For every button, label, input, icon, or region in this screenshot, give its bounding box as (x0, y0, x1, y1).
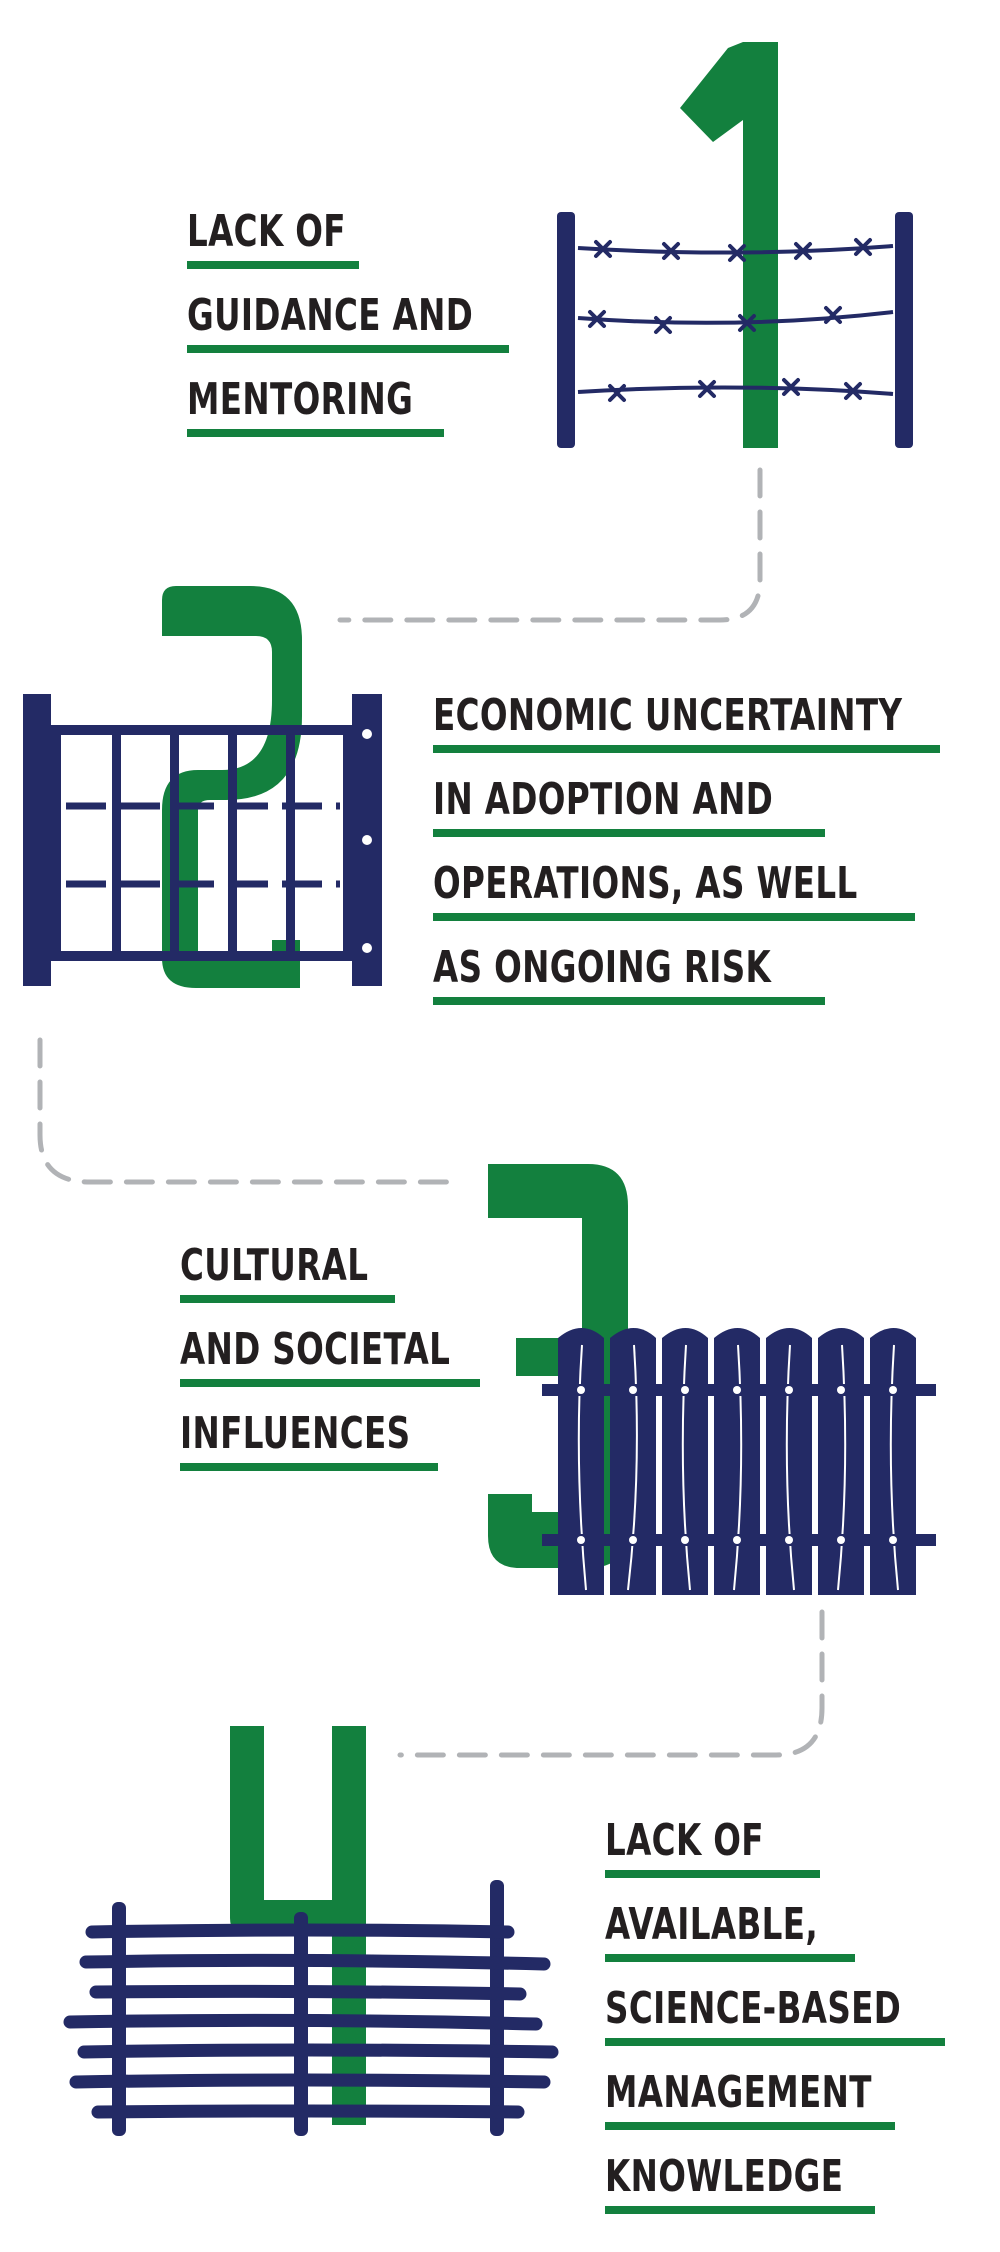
barrier-1-label: LACK OF GUIDANCE AND MENTORING (187, 203, 574, 455)
barrier-2-line-2: IN ADOPTION AND (433, 774, 774, 825)
barrier-4-line-2: AVAILABLE, (605, 1899, 819, 1950)
barrier-2-line-4: AS ONGOING RISK (433, 942, 772, 993)
barrier-3-line-1: CULTURAL (180, 1240, 369, 1291)
barrier-3-label: CULTURAL AND SOCIETAL INFLUENCES (180, 1237, 545, 1489)
barrier-3-line-3: INFLUENCES (180, 1408, 411, 1459)
barrier-4-line-1: LACK OF (605, 1815, 764, 1866)
barrier-4-label: LACK OF AVAILABLE, SCIENCE-BASED MANAGEM… (605, 1812, 1000, 2232)
barrier-3-line-2: AND SOCIETAL (180, 1324, 451, 1375)
barrier-4-line-3: SCIENCE-BASED (605, 1983, 902, 2034)
barrier-2-label: ECONOMIC UNCERTAINTY IN ADOPTION AND OPE… (433, 687, 1000, 1023)
woven-fence-icon (63, 1726, 559, 2136)
connector-3-4 (397, 1609, 825, 1758)
number-1-glyph (680, 42, 778, 448)
barrier-4-line-4: MANAGEMENT (605, 2067, 872, 2118)
barrier-1-line-3: MENTORING (187, 374, 414, 425)
barrier-1-line-2: GUIDANCE AND (187, 290, 474, 341)
picket-fence-icon (488, 1164, 936, 1595)
barrier-4-line-5: KNOWLEDGE (605, 2151, 844, 2202)
barbed-wire-fence-icon (557, 42, 913, 448)
barrier-2-line-1: ECONOMIC UNCERTAINTY (433, 690, 903, 741)
barrier-1-line-1: LACK OF (187, 206, 346, 257)
connector-1-2 (337, 467, 763, 623)
gate-fence-icon (23, 586, 382, 988)
connector-2-3 (37, 1037, 463, 1185)
barrier-2-line-3: OPERATIONS, AS WELL (433, 858, 858, 909)
